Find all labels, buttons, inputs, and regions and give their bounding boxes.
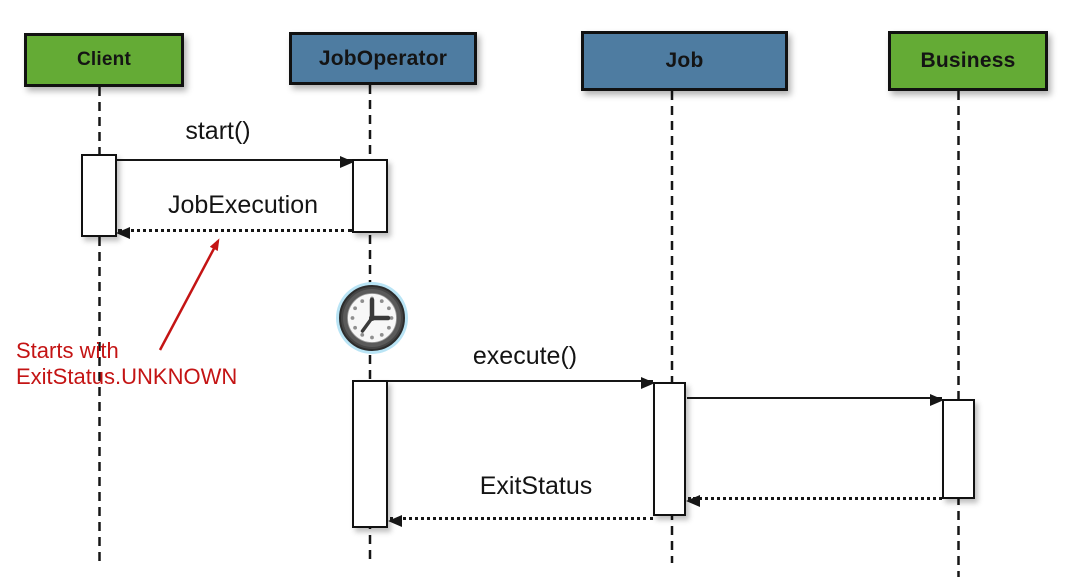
activation-business xyxy=(942,399,975,499)
actor-box-client: Client xyxy=(24,33,184,87)
clock-icon xyxy=(336,282,408,354)
actor-box-joboperator: JobOperator xyxy=(289,32,477,85)
activation-job xyxy=(653,382,686,516)
message-label-execute: execute() xyxy=(472,342,578,370)
actor-label-joboperator: JobOperator xyxy=(318,46,448,70)
annotation-arrow xyxy=(158,238,220,351)
annotation-line-1: Starts with xyxy=(16,338,119,363)
actor-label-client: Client xyxy=(77,49,131,70)
activation-client xyxy=(81,154,117,237)
activation-joboperator-1 xyxy=(352,159,388,233)
annotation-text: Starts with ExitStatus.UNKNOWN xyxy=(16,338,237,390)
message-arrow-execute xyxy=(388,376,655,389)
message-arrow-business-to-job xyxy=(686,494,942,507)
actor-box-job: Job xyxy=(581,31,788,91)
message-label-start: start() xyxy=(185,117,251,145)
actor-label-business: Business xyxy=(920,49,1016,72)
annotation-line-2: ExitStatus.UNKNOWN xyxy=(16,364,238,389)
message-arrow-start xyxy=(117,155,354,168)
message-label-jobexecution: JobExecution xyxy=(167,191,319,219)
message-arrow-jobexecution xyxy=(116,226,352,239)
message-label-exitstatus: ExitStatus xyxy=(479,472,593,500)
actor-label-job: Job xyxy=(665,49,704,72)
message-arrow-job-to-business xyxy=(687,393,944,406)
message-arrow-exitstatus xyxy=(388,514,653,527)
actor-box-business: Business xyxy=(888,31,1048,91)
activation-joboperator-2 xyxy=(352,380,388,528)
